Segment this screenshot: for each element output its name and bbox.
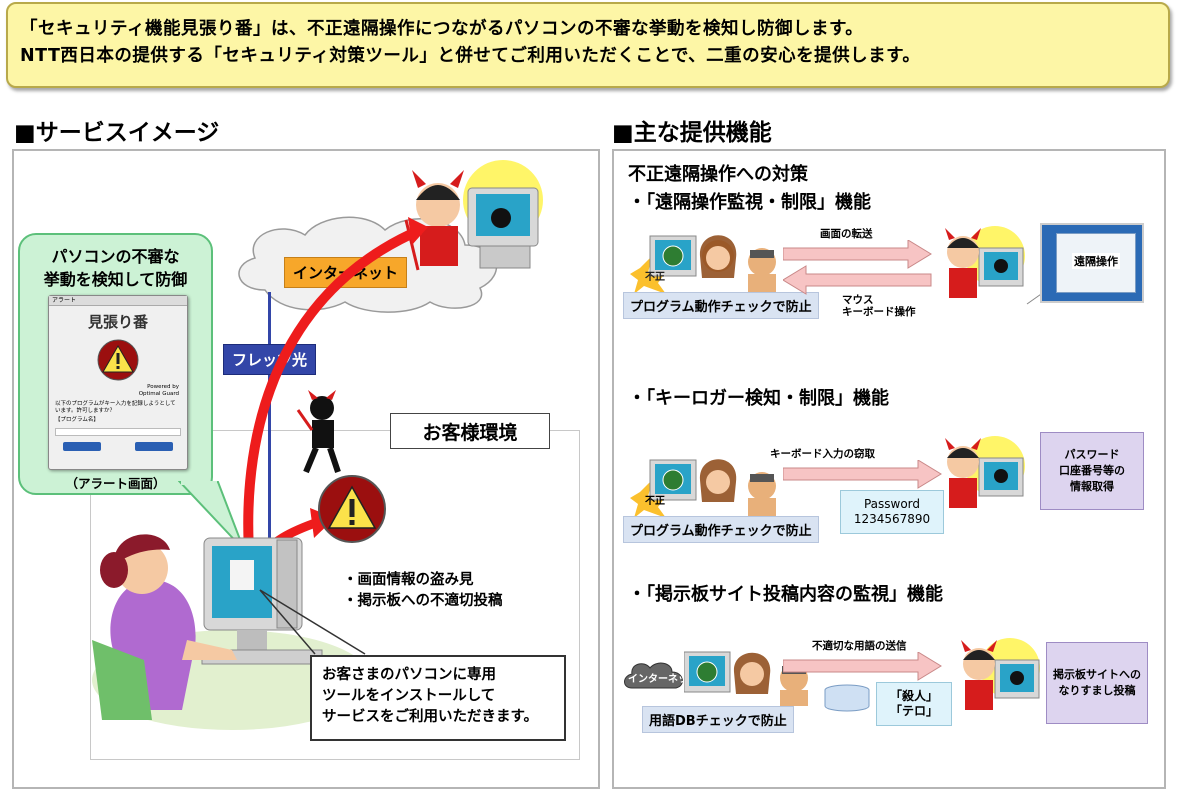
function-3-result-2: なりすまし投稿 <box>1058 684 1136 697</box>
alert-speech-bubble: パソコンの不審な 挙動を検知して防御 アラート 見張り番 Powered by … <box>18 233 213 495</box>
remote-screen-label: 遠隔操作 <box>1072 253 1120 269</box>
function-2-protected-user-icon <box>630 459 776 520</box>
function-3-internet-label: インターネット <box>628 674 698 685</box>
bubble-line-2: 挙動を検知して防御 <box>43 270 188 289</box>
function-2-result: パスワード 口座番号等の 情報取得 <box>1040 432 1144 510</box>
header-banner: 「セキュリティ機能見張り番」は、不正遠隔操作につながるパソコンの不審な挙動を検知… <box>6 2 1170 88</box>
remote-control-countermeasure-title: 不正遠隔操作への対策 <box>628 164 808 185</box>
remote-attack-arrow <box>243 217 428 566</box>
info-pointer-lines <box>259 589 366 655</box>
alert-caption: （アラート画面） <box>65 476 166 491</box>
powered-by-2: Optimal Guard <box>138 391 179 397</box>
info-line-1: お客さまのパソコンに専用 <box>322 667 496 683</box>
function-1-attacker-icon <box>945 226 1025 298</box>
function-3-attacker-icon <box>961 638 1040 710</box>
info-line-3: サービスをご利用いただきます。 <box>322 709 539 725</box>
customer-environment-label: お客様環境 <box>390 413 550 449</box>
function-2-result-3: 情報取得 <box>1070 480 1114 493</box>
function-3-title: ・「掲示板サイト投稿内容の監視」機能 <box>628 584 943 605</box>
bubble-tail <box>178 481 245 551</box>
function-3-check-label: 用語DBチェックで防止 <box>642 706 794 733</box>
remote-screen: 遠隔操作 <box>1040 223 1144 303</box>
function-2-sign: 不正 <box>645 496 665 507</box>
banner-line-2: NTT西日本の提供する「セキュリティ対策ツール」と併せてご利用いただくことで、二… <box>20 46 921 66</box>
install-info-box: お客さまのパソコンに専用 ツールをインストールして サービスをご利用いただきます… <box>310 655 566 741</box>
info-line-2: ツールをインストールして <box>322 688 496 704</box>
alert-warning-icon <box>97 339 139 381</box>
function-2-result-1: パスワード <box>1064 448 1120 461</box>
function-3-result-1: 掲示板サイトへの <box>1053 668 1141 681</box>
protected-user-icon <box>630 235 776 296</box>
fiber-line <box>268 292 271 544</box>
bad-words-box: 「殺人」 「テロ」 <box>876 682 952 726</box>
threat-1: ・画面情報の盗み見 <box>343 572 474 588</box>
function-3-arrow <box>783 652 942 681</box>
function-2-result-2: 口座番号等の <box>1059 464 1125 477</box>
function-1-check-label: プログラム動作チェックで防止 <box>623 292 819 319</box>
attacker-pc-icon <box>404 160 543 271</box>
password-line-2: 1234567890 <box>853 512 931 526</box>
alert-title-small: アラート <box>49 296 187 306</box>
function-1-arrow-bottom-2: キーボード操作 <box>842 306 916 318</box>
app-name: 見張り番 <box>87 313 148 331</box>
warning-icon <box>318 475 386 543</box>
function-3-arrow-top: 不適切な用語の送信 <box>812 640 907 652</box>
function-2-arrow-top: キーボード入力の窃取 <box>770 448 875 460</box>
function-2-title: ・「キーロガー検知・制限」機能 <box>628 388 889 409</box>
alert-window: アラート 見張り番 Powered by Optimal Guard 以下のプロ… <box>48 295 188 470</box>
allow-button[interactable] <box>63 442 101 451</box>
password-line-1: Password <box>863 497 921 511</box>
deny-button[interactable] <box>135 442 173 451</box>
program-name-label: 【プログラム名】 <box>55 417 99 423</box>
service-image-title: ■サービスイメージ <box>14 120 220 146</box>
function-1-title: ・「遠隔操作監視・制限」機能 <box>628 192 871 213</box>
program-name-field <box>55 428 181 436</box>
function-2-check-label: プログラム動作チェックで防止 <box>623 516 819 543</box>
main-functions-title: ■主な提供機能 <box>612 120 772 146</box>
bubble-line-1: パソコンの不審な <box>51 247 180 266</box>
bad-word-1: 「殺人」 <box>889 689 938 703</box>
user-at-pc-icon <box>92 534 372 730</box>
function-3-cloud-icon <box>624 662 683 689</box>
threat-2: ・掲示板への不適切投稿 <box>343 593 503 609</box>
function-2-attacker-icon <box>945 436 1025 508</box>
bad-word-2: 「テロ」 <box>889 704 938 718</box>
function-1-sign: 不正 <box>645 272 665 283</box>
function-3-result: 掲示板サイトへの なりすまし投稿 <box>1046 642 1148 724</box>
alert-message: 以下のプログラムがキー入力を記録しようとしています。許可しますか？ <box>55 401 176 414</box>
threat-list: ・画面情報の盗み見 ・掲示板への不適切投稿 <box>343 570 503 612</box>
function-1-arrows <box>783 240 932 295</box>
term-db-icon <box>824 684 870 712</box>
powered-by-1: Powered by <box>147 384 179 390</box>
function-1-arrow-bottom-1: マウス <box>842 294 874 306</box>
function-2-arrow <box>783 460 942 489</box>
banner-line-1: 「セキュリティ機能見張り番」は、不正遠隔操作につながるパソコンの不審な挙動を検知… <box>20 19 864 39</box>
function-1-arrow-top: 画面の転送 <box>820 228 873 240</box>
malware-devil-icon <box>296 390 341 474</box>
password-box: Password 1234567890 <box>840 490 944 534</box>
function-3-user-icon <box>684 651 808 706</box>
